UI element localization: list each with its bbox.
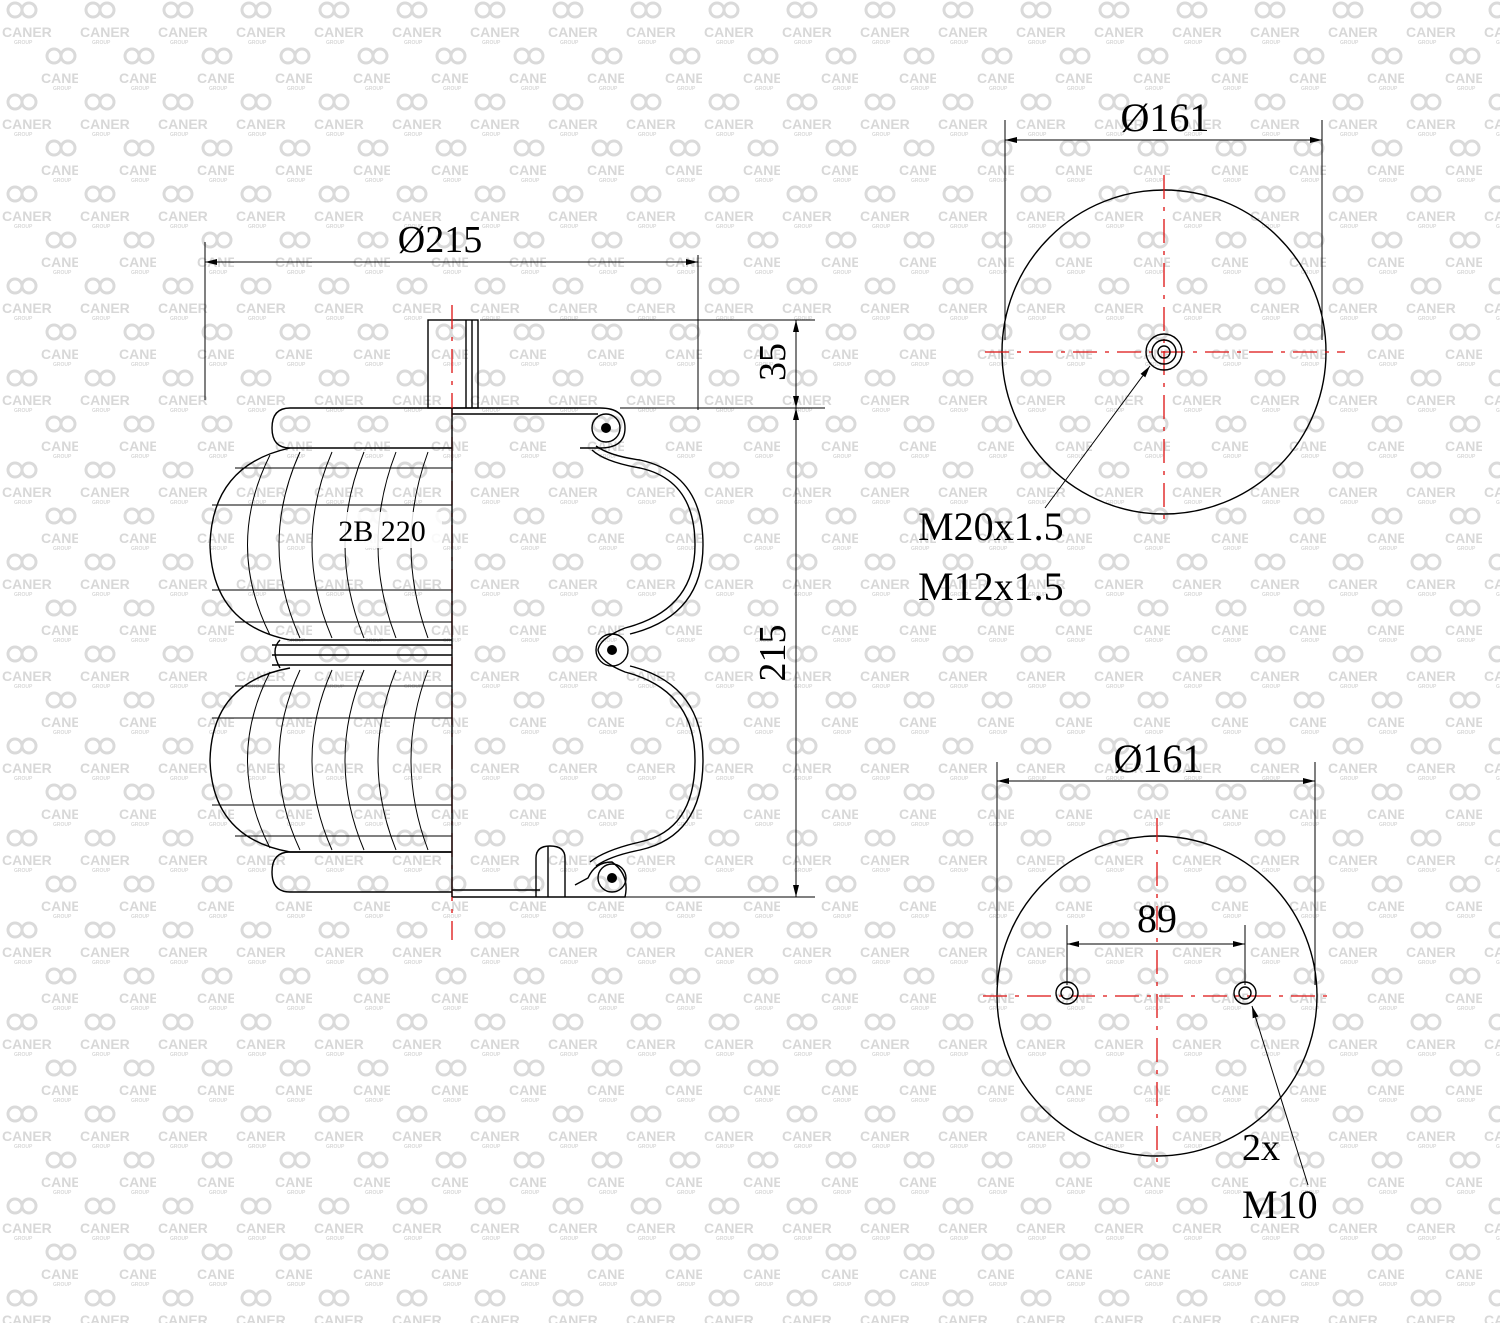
stud-height-label: 35 bbox=[752, 343, 794, 381]
bottom-plate-diameter-label: Ø161 bbox=[1114, 736, 1203, 781]
model-label: 2B 220 bbox=[338, 515, 426, 548]
side-view: Ø215 35 215 bbox=[204, 219, 825, 940]
top-plate-diameter-label: Ø161 bbox=[1121, 95, 1210, 140]
thread-m12-label: M12x1.5 bbox=[918, 564, 1064, 609]
thread-m20-label: M20x1.5 bbox=[918, 504, 1064, 549]
side-diameter-label: Ø215 bbox=[398, 219, 482, 261]
hole-thread-label: M10 bbox=[1242, 1182, 1318, 1227]
hole-spacing-label: 89 bbox=[1137, 896, 1177, 941]
bottom-plate-view: Ø161 89 2x M10 bbox=[983, 736, 1330, 1227]
top-plate-view: Ø161 M20x1.5 M12x1.5 bbox=[918, 95, 1345, 609]
hole-qty-label: 2x bbox=[1242, 1127, 1280, 1169]
height-label: 215 bbox=[752, 625, 794, 682]
